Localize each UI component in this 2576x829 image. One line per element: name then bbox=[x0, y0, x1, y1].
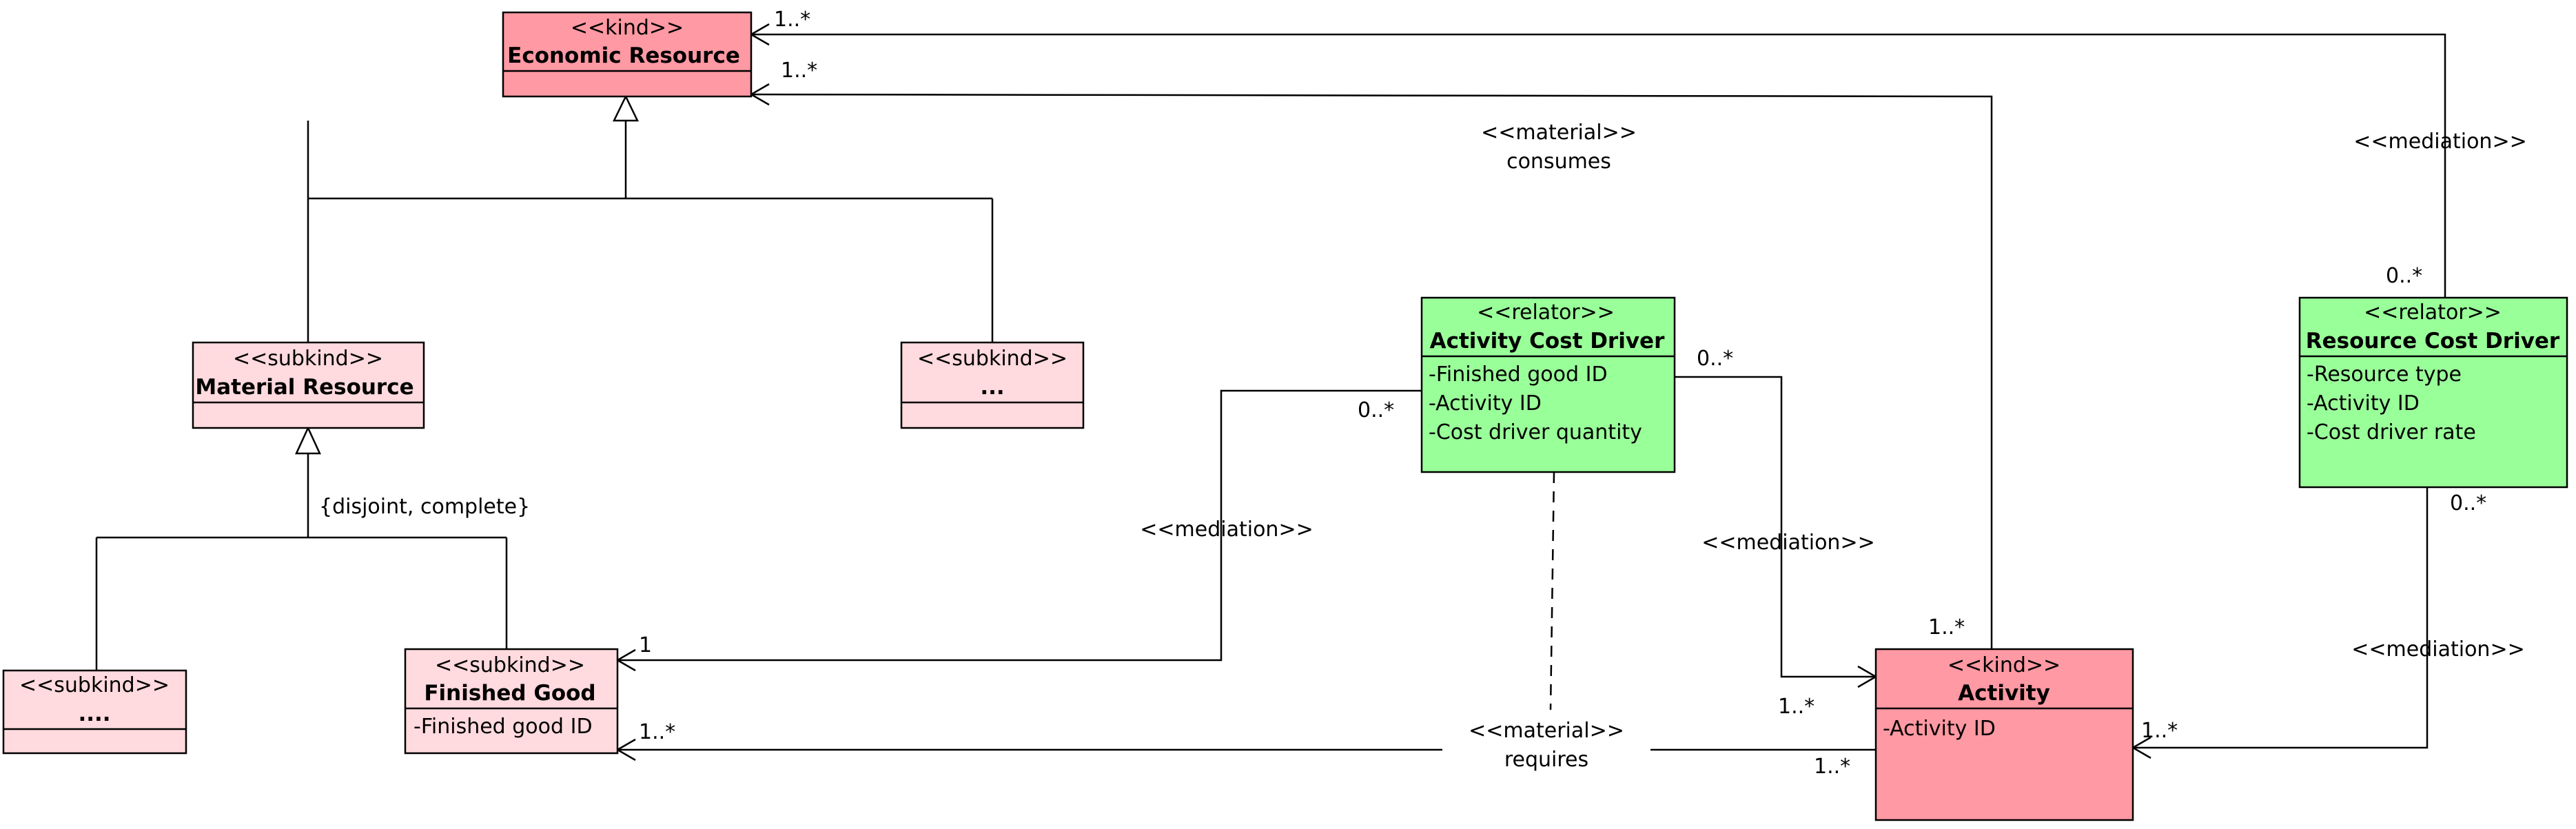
class-name: Activity Cost Driver bbox=[1430, 329, 1665, 354]
multiplicity: 0..* bbox=[2450, 491, 2486, 515]
association-rcd-activity bbox=[2133, 487, 2429, 749]
class-activity-cost-driver[interactable]: <<relator>> Activity Cost Driver -Finish… bbox=[1420, 296, 1676, 473]
mediation-label: <<mediation>> bbox=[2351, 637, 2524, 662]
class-stereotype: <<subkind>> bbox=[19, 673, 170, 697]
material-consumes-stereotype: <<material>> bbox=[1481, 121, 1637, 145]
class-box bbox=[404, 648, 619, 755]
association-activity-economic-resource bbox=[750, 93, 1993, 649]
multiplicity: 1 bbox=[639, 633, 652, 657]
class-economic-resource[interactable]: <<kind>> Economic Resource bbox=[502, 11, 753, 98]
class-subkind-other[interactable]: <<subkind>> ... bbox=[900, 341, 1085, 429]
class-stereotype: <<relator>> bbox=[1477, 300, 1615, 325]
class-attribute: -Activity ID bbox=[1429, 391, 1542, 416]
material-requires-stereotype: <<material>> bbox=[1469, 719, 1624, 743]
class-name: Material Resource bbox=[195, 375, 413, 400]
multiplicity: 1..* bbox=[639, 720, 675, 744]
class-name: Economic Resource bbox=[507, 43, 740, 68]
class-finished-good[interactable]: <<subkind>> Finished Good -Finished good… bbox=[404, 648, 619, 755]
material-requires-name: requires bbox=[1504, 748, 1588, 772]
multiplicity: 1..* bbox=[1814, 755, 1850, 779]
mediation-label: <<mediation>> bbox=[1140, 518, 1313, 542]
class-name: Finished Good bbox=[424, 681, 595, 706]
generalization-arrowhead-economic-resource bbox=[613, 94, 639, 122]
multiplicity: 1..* bbox=[1778, 695, 1815, 719]
association-class-link bbox=[1549, 471, 1555, 710]
association-labels: <<material>> consumes <<material>> requi… bbox=[319, 121, 2527, 772]
mediation-label: <<mediation>> bbox=[2353, 130, 2526, 154]
material-consumes-name: consumes bbox=[1506, 150, 1611, 174]
association-acd-finished-good bbox=[617, 389, 1422, 662]
generalization-set-label: {disjoint, complete} bbox=[319, 495, 530, 519]
class-activity[interactable]: <<kind>> Activity -Activity ID bbox=[1874, 648, 2134, 821]
mediation-label: <<mediation>> bbox=[1701, 531, 1874, 555]
multiplicity: 1..* bbox=[781, 59, 817, 83]
class-box bbox=[2298, 296, 2568, 489]
class-stereotype: <<relator>> bbox=[2364, 300, 2502, 325]
class-attribute: -Finished good ID bbox=[1429, 362, 1608, 387]
class-attribute: -Cost driver quantity bbox=[1429, 420, 1642, 444]
class-stereotype: <<subkind>> bbox=[233, 347, 383, 371]
multiplicity: 0..* bbox=[1358, 398, 1394, 422]
class-stereotype: <<subkind>> bbox=[917, 347, 1067, 371]
multiplicity: 1..* bbox=[774, 8, 810, 32]
class-box bbox=[1874, 648, 2134, 821]
class-box bbox=[900, 341, 1085, 429]
class-box bbox=[2, 669, 187, 755]
class-resource-cost-driver[interactable]: <<relator>> Resource Cost Driver -Resour… bbox=[2298, 296, 2568, 489]
class-box bbox=[1420, 296, 1676, 473]
association-acd-activity bbox=[1675, 376, 1876, 678]
class-stereotype: <<subkind>> bbox=[435, 653, 585, 677]
class-name: Activity bbox=[1958, 681, 2050, 706]
class-stereotype: <<kind>> bbox=[571, 16, 684, 40]
multiplicity: 1..* bbox=[2141, 719, 2178, 743]
class-attribute: -Resource type bbox=[2307, 362, 2462, 387]
generalization-economic-resource bbox=[307, 121, 994, 342]
class-attribute: -Finished good ID bbox=[413, 715, 593, 739]
class-stereotype: <<kind>> bbox=[1948, 653, 2061, 677]
class-box bbox=[502, 11, 753, 98]
class-attribute: -Activity ID bbox=[1883, 717, 1996, 741]
multiplicity: 0..* bbox=[2386, 264, 2422, 288]
generalization-material-resource bbox=[95, 453, 508, 671]
class-material-resource[interactable]: <<subkind>> Material Resource bbox=[192, 341, 425, 429]
association-rcd-economic-resource bbox=[751, 33, 2446, 298]
multiplicities: 1..* 1..* 0..* 0..* 0..* 0..* 1 1..* 1..… bbox=[639, 8, 2486, 779]
class-subkind-left[interactable]: <<subkind>> .... bbox=[2, 669, 187, 755]
class-box bbox=[192, 341, 425, 429]
multiplicity: 1..* bbox=[1928, 615, 1965, 639]
class-name: .... bbox=[78, 702, 110, 726]
class-name: Resource Cost Driver bbox=[2306, 329, 2560, 354]
multiplicity: 0..* bbox=[1697, 347, 1733, 371]
generalization-arrowhead-material-resource bbox=[295, 426, 321, 455]
class-attribute: -Activity ID bbox=[2307, 391, 2420, 416]
class-attribute: -Cost driver rate bbox=[2307, 420, 2476, 444]
class-name: ... bbox=[980, 375, 1004, 400]
